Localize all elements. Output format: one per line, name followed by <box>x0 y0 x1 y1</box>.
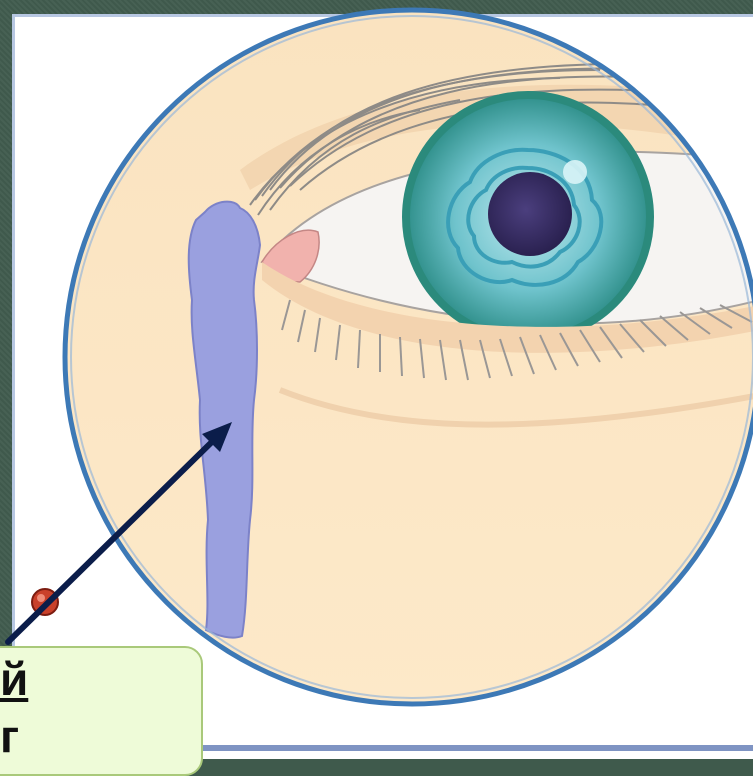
red-dot-highlight <box>37 594 45 602</box>
callout-text-line-1: й <box>0 655 28 703</box>
eye-highlight <box>563 160 587 184</box>
pupil <box>488 172 572 256</box>
callout-text-line-2: г <box>0 712 19 760</box>
callout-box <box>0 646 203 776</box>
